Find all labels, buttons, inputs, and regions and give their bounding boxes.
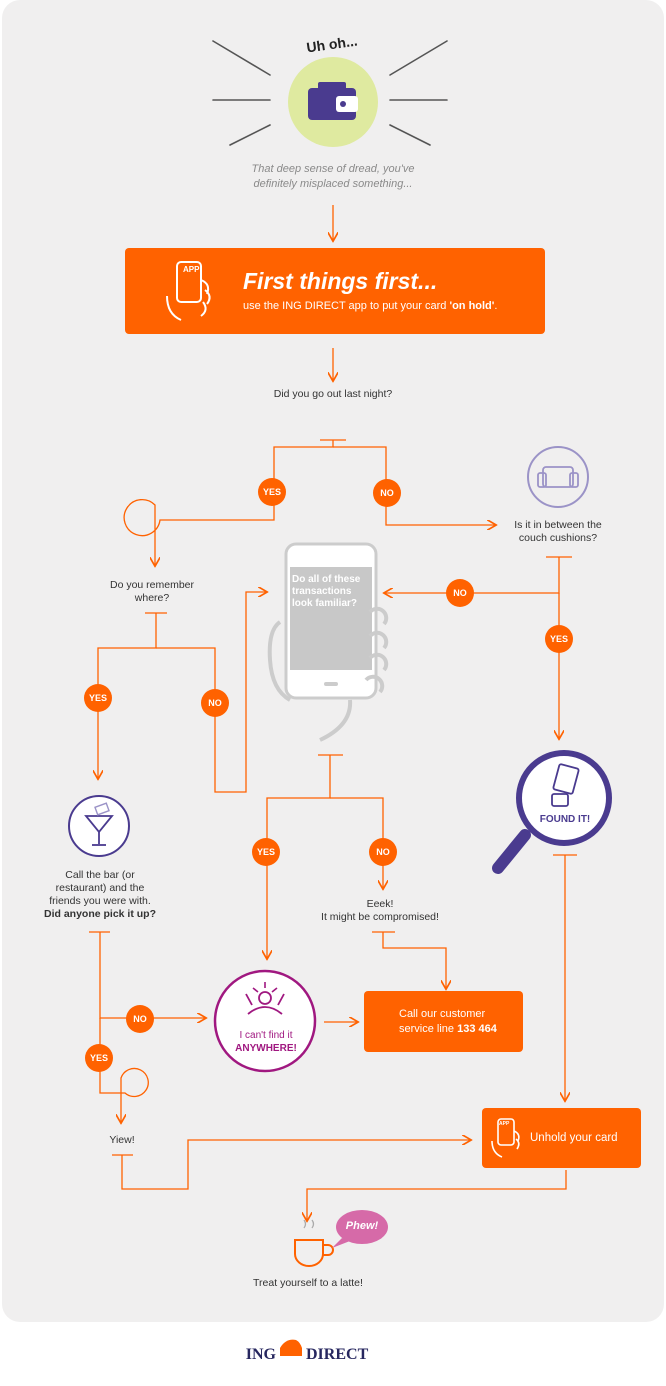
phew-text: Phew! <box>345 1220 379 1232</box>
brand-direct: DIRECT <box>306 1346 369 1363</box>
couch-line-1: Is it in between the <box>514 519 602 531</box>
call-line-2: service line <box>399 1023 458 1035</box>
first-things-first-title: First things first... <box>243 268 438 294</box>
app-label: APP <box>183 265 200 274</box>
magnifier-icon <box>492 750 612 874</box>
unhold-text: Unhold your card <box>530 1132 618 1144</box>
ing-lion-logo <box>280 1339 302 1356</box>
coffee-cup-icon <box>294 1219 334 1267</box>
pill-no-went-out: NO <box>373 479 401 507</box>
pill-yes-couch: YES <box>545 625 573 653</box>
call-number: 133 464 <box>457 1023 497 1035</box>
call-bar-bold: Did anyone pick it up? <box>44 908 157 920</box>
remember-line-1: Do you remember <box>109 579 195 591</box>
dread-line-1: That deep sense of dread, you've <box>251 163 415 175</box>
yiew-text: Yiew! <box>109 1134 135 1146</box>
hand-phone-app-icon <box>166 261 211 321</box>
unhold-card-box: APP Unhold your card <box>482 1108 641 1168</box>
speech-bubble <box>332 1210 388 1248</box>
call-customer-service-box: Call our customer service line 133 464 <box>364 991 523 1052</box>
call-bar-line-2: restaurant) and the <box>55 882 145 894</box>
stressed-person-icon <box>213 969 317 1073</box>
pill-yes-familiar: YES <box>252 838 280 866</box>
wallet-icon <box>288 57 378 147</box>
pill-no-couch: NO <box>446 579 474 607</box>
pill-no-pickup: NO <box>126 1005 154 1033</box>
phone-illustration <box>267 542 389 742</box>
call-bar-text: Call the bar (or restaurant) and the fri… <box>44 869 156 921</box>
call-line-1: Call our customer <box>399 1008 486 1020</box>
cant-find-label: I can't find it ANYWHERE! <box>220 1029 312 1055</box>
transactions-question: Do all of these transactions look famili… <box>292 574 361 609</box>
first-line-prefix: use the ING DIRECT app to put your card <box>243 300 450 312</box>
first-line-bold: 'on hold' <box>449 300 495 312</box>
pill-yes-pickup: YES <box>85 1044 113 1072</box>
couch-line-2: couch cushions? <box>518 532 598 544</box>
cant-find-line-2: ANYWHERE! <box>235 1043 297 1054</box>
eeek-line-2: It might be compromised! <box>321 911 439 923</box>
found-it-label: FOUND IT! <box>539 814 591 825</box>
brand-ing: ING <box>245 1346 276 1363</box>
call-bar-line-1: Call the bar (or <box>65 869 135 881</box>
dread-line-2: definitely misplaced something... <box>253 178 413 190</box>
cocktail-icon <box>68 795 130 857</box>
pill-no-familiar: NO <box>369 838 397 866</box>
call-box-text: Call our customer service line 133 464 <box>399 1007 497 1037</box>
call-bar-line-3: friends you were with. <box>49 895 151 907</box>
first-things-first-box: APP First things first... use the ING DI… <box>125 248 545 334</box>
unhold-app-icon <box>491 1118 520 1158</box>
pill-no-remember: NO <box>201 689 229 717</box>
dread-subtitle: That deep sense of dread, you've definit… <box>213 162 453 192</box>
couch-icon <box>527 446 589 508</box>
eeek-line-1: Eeek! <box>366 898 394 910</box>
cant-find-line-1: I can't find it <box>239 1030 293 1041</box>
pill-yes-went-out: YES <box>258 478 286 506</box>
went-out-question: Did you go out last night? <box>273 388 393 400</box>
dread-rays <box>212 40 448 146</box>
eeek-text: Eeek!It might be compromised! <box>300 898 460 924</box>
unhold-app-label: APP <box>499 1121 510 1127</box>
latte-text: Treat yourself to a latte! <box>253 1277 363 1289</box>
first-things-first-text: use the ING DIRECT app to put your card … <box>243 300 497 312</box>
pill-yes-remember: YES <box>84 684 112 712</box>
remember-line-2: where? <box>134 592 170 604</box>
first-line-suffix: . <box>494 300 498 312</box>
